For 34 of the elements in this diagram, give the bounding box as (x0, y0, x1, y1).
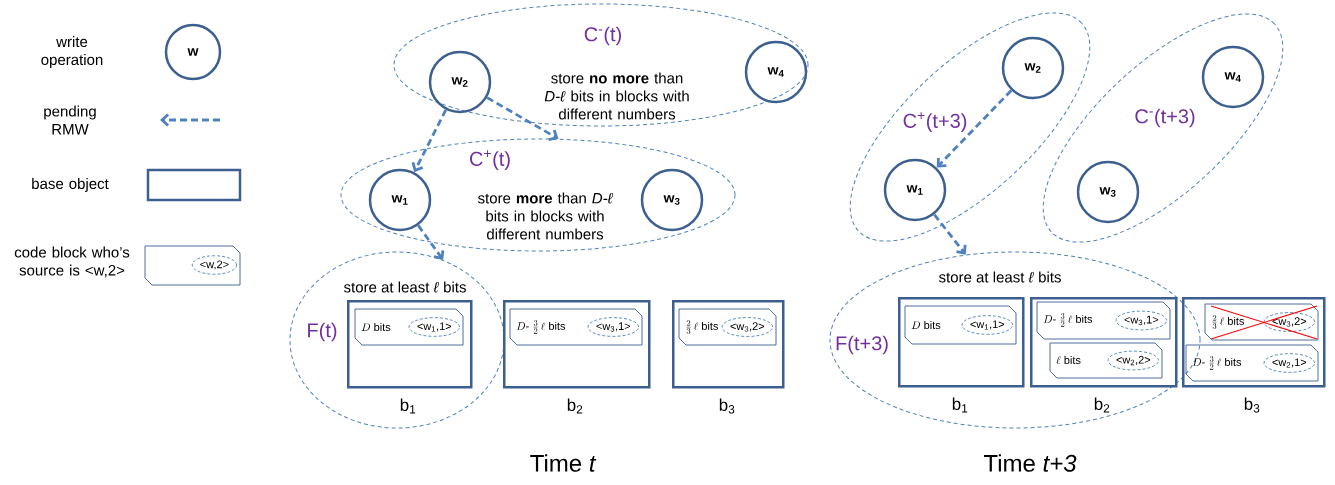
dashed-arrow (411, 109, 448, 173)
legend-text: base object (32, 178, 109, 192)
set-description: store no more than D-ℓ bits in blocks with different numbers (544, 72, 689, 120)
legend-text: pending RMW (44, 105, 96, 135)
set-label: F(t+3) (836, 335, 888, 355)
panel-title: Time t+3 (984, 454, 1077, 472)
source-tag: <w$_{2}$,1> (1263, 353, 1315, 373)
box-label: b$_{2}$ (567, 398, 583, 414)
set-label: C$^{-}$(t+3) (1135, 108, 1195, 128)
source-tag: <w$_{3}$,1> (587, 317, 639, 337)
set-label: C$^{+}$(t+3) (903, 112, 967, 132)
source-tag: <w$_{1}$,1> (408, 317, 460, 337)
box-label: b$_{3}$ (719, 398, 735, 414)
box-label: b$_{2}$ (1094, 397, 1110, 413)
set-label: C$^{-}$(t) (584, 26, 621, 46)
source-tag: <w$_{3}$,2> (721, 317, 773, 337)
source-tag: <w$_{3}$,2> (1263, 312, 1315, 332)
set-description: store at least ℓ bits (343, 281, 466, 293)
source-tag: <w$_{3}$,1> (1115, 310, 1167, 331)
box-label: b$_{1}$ (952, 397, 968, 413)
set-label: C$^{+}$(t) (470, 150, 510, 170)
set-description: store more than D-ℓ bits in blocks with different numbers (478, 192, 613, 240)
source-tag: <w$_{2}$,2> (1107, 350, 1159, 371)
set-description: store at least ℓ bits (938, 271, 1061, 283)
source-tag: <w$_{1}$,1> (961, 315, 1013, 335)
dashed-arrow (486, 96, 559, 141)
box-label: b$_{1}$ (400, 398, 416, 414)
dashed-arrow (936, 89, 1013, 168)
panel-title: Time t (530, 454, 597, 472)
dashed-arrow (933, 213, 967, 255)
legend-text: code block who’s source is <w,2> (14, 246, 130, 278)
box-label: b$_{3}$ (1244, 397, 1260, 413)
legend-text: write operation (41, 36, 103, 68)
set-label: F(t) (308, 322, 337, 342)
